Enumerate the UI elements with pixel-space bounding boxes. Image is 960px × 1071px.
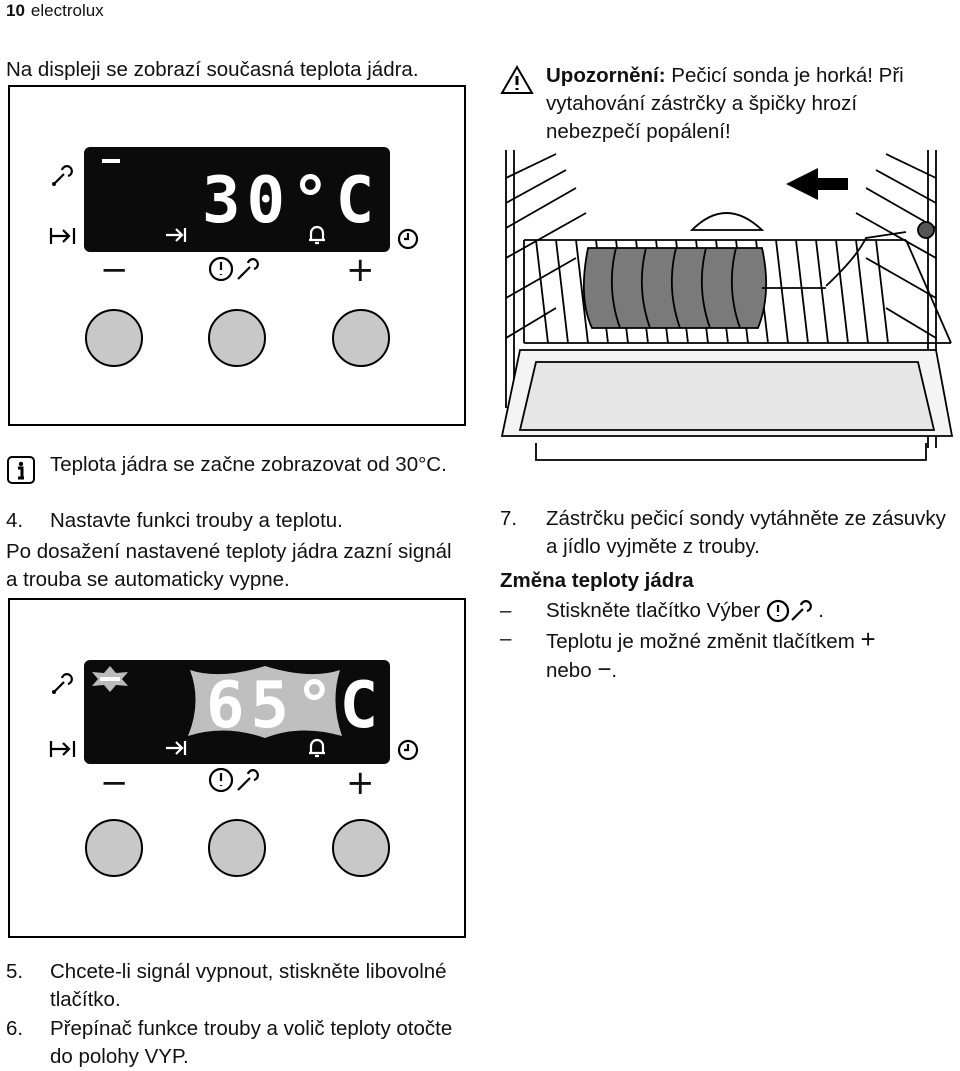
duration-icon <box>166 741 187 755</box>
probe-icon <box>52 673 73 694</box>
intro-text: Na displeji se zobrazí současná teplota … <box>6 58 419 81</box>
warning-text: Upozornění: Pečicí sonda je horká! Při v… <box>546 62 956 146</box>
control-panel-1: 30°C − + <box>8 85 466 426</box>
blinking-minus-segment <box>92 666 128 692</box>
dash-item-2-text-a: Teplotu je možné změnit tlačítkem <box>546 630 855 653</box>
select-button[interactable] <box>208 309 266 367</box>
bell-icon <box>309 225 325 245</box>
dash-symbol: – <box>500 627 512 650</box>
end-time-icon <box>49 228 76 244</box>
probe-icon <box>52 165 73 186</box>
step-7-text: Zástrčku pečicí sondy vytáhněte ze zásuv… <box>546 507 946 558</box>
minus-label: − <box>100 250 129 290</box>
step-5: 5. Chcete-li signál vypnout, stiskněte li… <box>6 958 456 1014</box>
select-icon <box>767 599 813 623</box>
plus-symbol: + <box>860 624 876 654</box>
step-6-text: Přepínač funkce trouby a volič teploty o… <box>50 1017 453 1068</box>
step-4: 4. Nastavte funkci trouby a teplotu. <box>6 507 466 535</box>
lcd-temperature: 65°C <box>206 669 385 743</box>
minus-button[interactable] <box>85 309 143 367</box>
lcd-temperature: 30°C <box>202 164 381 238</box>
control-panel-2: 65°C − + <box>8 598 466 938</box>
lcd-display-2: 65°C <box>84 660 390 764</box>
plus-label: + <box>346 763 375 803</box>
step-4-number: 4. <box>6 509 24 532</box>
blink-burst <box>188 666 342 738</box>
duration-icon <box>166 228 187 242</box>
step-5-text: Chcete-li signál vypnout, stiskněte libo… <box>50 960 447 1011</box>
minus-segment <box>102 159 120 163</box>
dash-item-1: – Stiskněte tlačítko Výber . <box>500 597 950 625</box>
minus-label: − <box>100 763 129 803</box>
warning-body: Pečicí sonda je horká! Při vytahování zá… <box>546 64 904 143</box>
info-icon <box>7 456 35 484</box>
dash-symbol: – <box>500 599 512 622</box>
oven-illustration <box>500 150 954 461</box>
lcd-display-1: 30°C <box>84 147 390 252</box>
plus-button[interactable] <box>332 309 390 367</box>
end-time-icon <box>49 741 76 757</box>
after-step-4: Po dosažení nastavené teploty jádra zazn… <box>6 540 452 591</box>
clock-icon <box>397 228 419 250</box>
info-note: Teplota jádra se začne zobrazovat od 30°… <box>50 453 447 476</box>
step-4-text: Nastavte funkci trouby a teplotu. <box>50 509 343 532</box>
dash-item-2-text-b: nebo <box>546 659 592 682</box>
select-icon <box>208 767 259 793</box>
warning-label: Upozornění: <box>546 64 666 87</box>
section-title: Změna teploty jádra <box>500 569 694 592</box>
bell-icon <box>309 738 325 758</box>
plus-button[interactable] <box>332 819 390 877</box>
step-7: 7. Zástrčku pečicí sondy vytáhněte ze zás… <box>500 505 950 561</box>
dash-item-1-text: Stiskněte tlačítko Výber <box>546 599 761 622</box>
arrow-left-icon <box>786 168 848 200</box>
dash-item-2: – Teplotu je možné změnit tlačítkem + ne… <box>500 624 876 683</box>
warning-icon <box>500 64 534 94</box>
page-header: 10 electrolux <box>6 0 104 22</box>
brand-name: electrolux <box>30 1 104 20</box>
select-button[interactable] <box>208 819 266 877</box>
step-7-number: 7. <box>500 507 518 530</box>
minus-button[interactable] <box>85 819 143 877</box>
step-6: 6. Přepínač funkce trouby a volič teploty… <box>6 1015 466 1071</box>
select-icon <box>208 256 259 282</box>
step-6-number: 6. <box>6 1017 24 1040</box>
step-5-number: 5. <box>6 960 24 983</box>
clock-icon <box>397 739 419 761</box>
minus-symbol: − <box>597 656 612 683</box>
page-number: 10 <box>6 1 25 20</box>
plus-label: + <box>346 250 375 290</box>
